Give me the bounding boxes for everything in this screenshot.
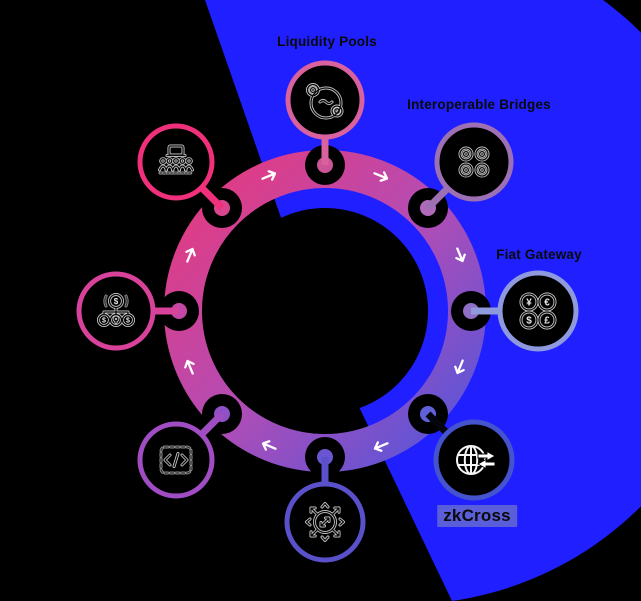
globe-cross-chain-transfer-icon [456, 445, 496, 475]
center-disk [222, 208, 428, 414]
currency-symbol: £ [544, 315, 550, 326]
node-circle [434, 122, 514, 202]
flow-arrows [184, 170, 466, 452]
node-omnichannel-distribution [284, 437, 366, 563]
flow-arrow [184, 359, 195, 375]
node-interoperable-bridges [408, 122, 514, 228]
flow-arrow [455, 247, 466, 263]
node-fiat-gateway: ¥ € $ £ [451, 270, 579, 352]
flow-arrow [373, 441, 389, 452]
coin-symbol: $ [126, 318, 130, 325]
node-fund-allocation: $ $ $ [76, 271, 199, 351]
node-zkcross [408, 394, 515, 501]
flow-arrow [185, 247, 196, 263]
node-circle [433, 419, 515, 501]
flow-arrow [261, 170, 277, 181]
label-zkcross: zkCross [437, 505, 517, 527]
coin-symbol: $ [114, 297, 119, 306]
fund-allocation-icon: $ $ $ [97, 293, 135, 327]
node-circle [497, 270, 579, 352]
flow-arrow [261, 440, 277, 451]
fiat-currency-coins-icon: ¥ € $ £ [519, 292, 557, 330]
node-liquidity-pools [285, 60, 365, 185]
label-fiat-gateway: Fiat Gateway [496, 247, 582, 262]
flow-arrow [454, 359, 465, 375]
label-interoperable-bridges: Interoperable Bridges [407, 97, 551, 112]
currency-symbol: € [544, 297, 550, 308]
currency-symbol: $ [526, 315, 532, 326]
coin-symbol: $ [102, 318, 106, 325]
node-community-team [137, 123, 242, 228]
flow-arrow [373, 171, 389, 182]
currency-symbol: ¥ [526, 297, 532, 308]
label-liquidity-pools: Liquidity Pools [277, 34, 377, 49]
node-developer-sdk [137, 394, 242, 499]
